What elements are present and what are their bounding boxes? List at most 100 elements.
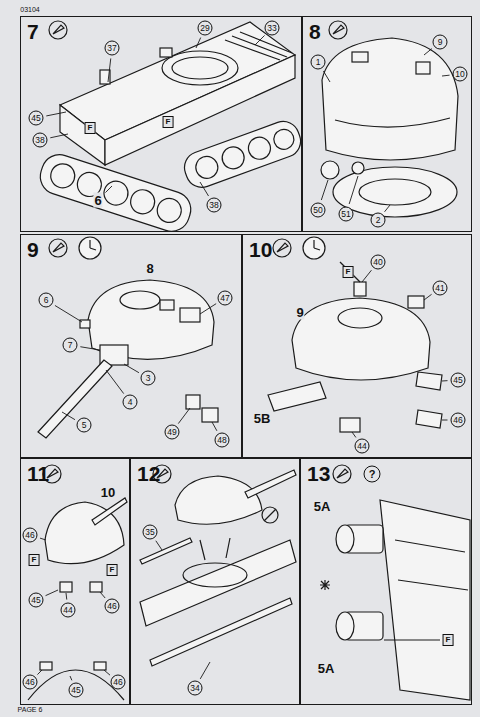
decal-flag: F [85,122,96,134]
turret-gun [38,280,218,438]
callout-number: 44 [355,439,370,454]
leader-line [321,180,328,200]
callout-number: 50 [311,203,326,218]
leader-line [323,71,330,82]
callout-number: 4 [123,395,138,410]
hull [36,22,305,236]
leader-line [62,412,75,420]
leader-line [442,75,450,77]
callout-number: 48 [215,433,230,448]
callout-number: 46 [23,528,38,543]
step-panel: 8 [302,16,472,232]
step-number: 9 [27,238,39,261]
callout-number: 2 [371,213,386,228]
leader-line [40,538,46,540]
page-text: PAGE 6 [18,706,43,713]
callout-number: 3 [141,371,156,386]
callout-number: 46 [23,675,38,690]
callout-number: 33 [265,21,280,36]
question-symbol: ? [364,466,381,483]
turret-top [28,498,127,700]
leader-line [352,432,356,437]
callout-number: 46 [111,675,126,690]
callout-number: 44 [61,603,76,618]
callout-number: 45 [29,111,44,126]
page-text: 03104 [20,6,39,13]
decal-flag: F [443,634,454,646]
callout-number: 7 [63,338,78,353]
part-number: 5A [317,661,336,676]
leader-line [106,370,124,394]
leader-line [424,294,432,300]
step-number: 12 [137,462,160,485]
callout-number: 6 [39,293,54,308]
callout-number: 38 [207,198,222,213]
turret-shell [321,38,458,217]
leader-line [46,590,58,596]
step-number: 11 [27,462,49,485]
callout-number: 35 [143,525,158,540]
leader-line [424,49,432,55]
leader-line [104,670,110,675]
leader-line [80,347,100,350]
turret-on-hull [140,470,296,666]
leader-line [196,38,201,48]
step-number: 8 [309,20,321,43]
callout-number: 45 [69,683,84,698]
callout-number: 45 [451,373,466,388]
step-panel: 12 [130,458,300,705]
leader-line [156,541,162,550]
fuel-drums [320,500,470,700]
step-panel: 9 [20,234,242,458]
callout-number: 46 [451,413,466,428]
part-number: 6 [93,193,102,208]
decal-flag: F [107,564,118,576]
leader-line [37,670,42,675]
callout-number: 38 [33,133,48,148]
callout-number: 49 [165,425,180,440]
leader-line [349,176,358,204]
decal-flag: F [29,554,40,566]
leader-line [100,592,105,598]
leader-line [200,662,210,679]
callout-number: 10 [453,67,468,82]
leader-line [362,270,371,282]
leader-line [442,420,448,421]
leader-line [66,593,68,600]
callout-number: 41 [433,281,448,296]
leader-line [70,676,72,680]
callout-number: 1 [311,55,326,70]
decal-flag: F [163,116,174,128]
step-panel: 7 [20,16,302,232]
glue-icon [43,21,351,483]
turret-detail [268,262,442,432]
leader-line [200,304,216,314]
leader-line [124,364,139,373]
leader-line [255,35,265,45]
leader-line [385,205,390,212]
step-number: 13 [307,462,330,485]
leader-line [212,422,217,431]
leader-line [50,134,68,138]
clock-icon [79,237,325,259]
part-number: 10 [100,485,116,500]
part-number: 5A [313,499,332,514]
leader-line [105,186,112,193]
leader-line [108,58,111,82]
callout-number: 29 [198,21,213,36]
callout-number: 40 [371,255,386,270]
step-number: 7 [27,20,39,43]
leader-line [46,112,66,116]
leader-line [442,380,448,381]
step-panel: 10 [242,234,472,458]
step-number: 10 [249,238,272,261]
callout-number: 9 [433,35,448,50]
callout-number: 5 [77,418,92,433]
part-number: 5B [253,411,272,426]
decal-flag: F [343,266,354,278]
leader-line [200,182,209,196]
callout-number: 37 [105,41,120,56]
callout-number: 51 [339,207,354,222]
part-number: 9 [295,305,304,320]
callout-number: 45 [29,593,44,608]
